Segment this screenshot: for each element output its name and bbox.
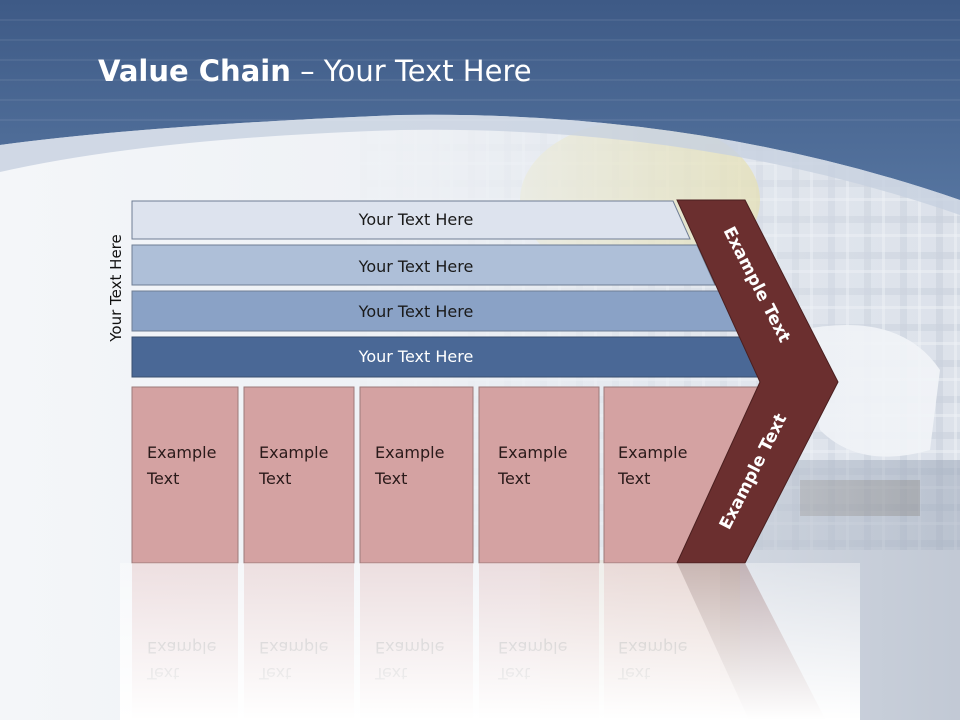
support-row[interactable]: Your Text Here [131,200,691,240]
primary-box-line2: Text [497,469,530,488]
primary-box[interactable]: Example Text [131,386,239,564]
reflection-fade [120,563,860,720]
primary-box-line1: Example [498,443,567,462]
support-row[interactable]: Your Text Here [131,290,740,332]
slide-title-bold: Value Chain [98,54,291,88]
slide-title-rest: – Your Text Here [290,54,532,88]
primary-box-line1: Example [375,443,444,462]
primary-box-line1: Example [147,443,216,462]
primary-boxes: Example Text Example Text Example Text E… [131,386,761,564]
support-row-label: Your Text Here [358,257,474,276]
primary-box[interactable]: Example Text [359,386,474,564]
primary-box[interactable]: Example Text [478,386,600,564]
slide-title: Value Chain – Your Text Here [98,54,532,88]
support-row-label: Your Text Here [358,302,474,321]
support-row[interactable]: Your Text Here [131,336,765,378]
support-row-label: Your Text Here [358,210,474,229]
primary-box-line2: Text [374,469,407,488]
primary-box-line1: Example [618,443,687,462]
support-row[interactable]: Your Text Here [131,244,716,286]
primary-box[interactable]: Example Text [243,386,355,564]
support-row-label: Your Text Here [358,347,474,366]
primary-box-line2: Text [258,469,291,488]
primary-box-line2: Text [146,469,179,488]
support-rows: Your Text Here Your Text Here Your Text … [131,200,765,378]
primary-box-line2: Text [617,469,650,488]
primary-box-line1: Example [259,443,328,462]
